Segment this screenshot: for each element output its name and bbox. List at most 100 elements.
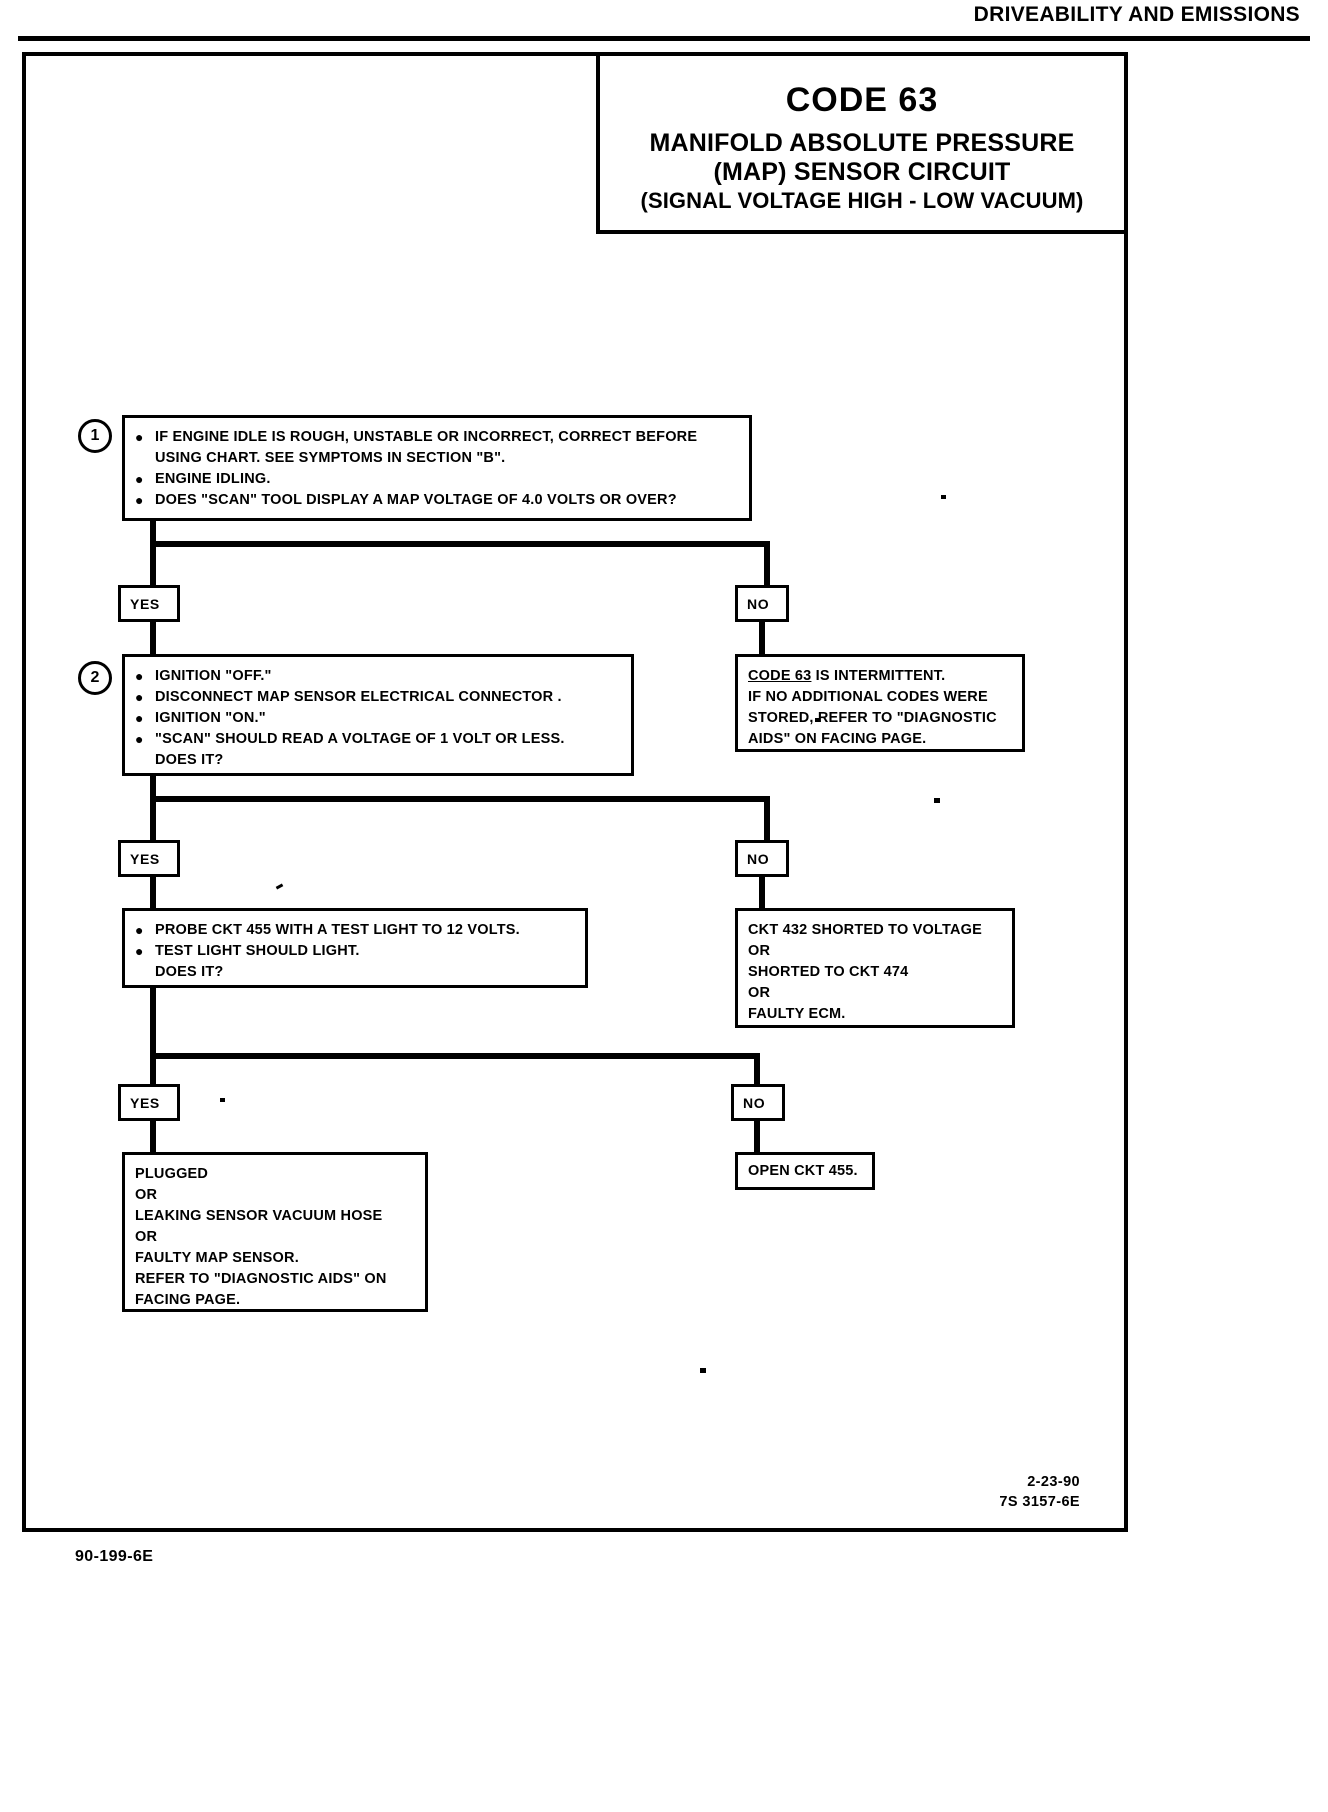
result-plugged-line-3: LEAKING SENSOR VACUUM HOSE [135,1208,383,1224]
result-plugged-hose-box: PLUGGED OR LEAKING SENSOR VACUUM HOSE OR… [122,1152,428,1312]
scan-speck [934,798,940,803]
connector-box3-down [150,988,156,1024]
box1-bullet-1-line-2: USING CHART. SEE SYMPTOMS IN SECTION "B"… [155,450,506,466]
connector-no3-down [754,1121,760,1153]
branch-tag-yes-2: YES [118,840,180,877]
step-number-circle-1: 1 [78,419,112,453]
document-date: 2-23-90 [1027,1474,1080,1490]
box1-bullet-3-text: DOES "SCAN" TOOL DISPLAY A MAP VOLTAGE O… [155,492,677,508]
scan-speck [220,1098,225,1102]
result-intermittent-line-2: IF NO ADDITIONAL CODES WERE [748,689,988,705]
connector-to-no-1 [764,541,770,585]
page-number-footer: 90-199-6E [75,1548,154,1565]
bullet-icon: ● [135,710,144,726]
box3-bullet-1: ● PROBE CKT 455 WITH A TEST LIGHT TO 12 … [135,920,575,941]
result-shorted-line-5: FAULTY ECM. [748,1006,846,1022]
box2-bullet-1-text: IGNITION "OFF." [155,668,272,684]
document-footer-block: 2-23-90 7S 3157-6E [880,1472,1080,1512]
bullet-icon: ● [135,492,144,508]
connector-to-no-2 [764,796,770,842]
branch-tag-no-2: NO [735,840,789,877]
result-open-line-1: OPEN CKT 455. [748,1163,858,1179]
scan-speck [815,718,819,722]
step-number-circle-2: 2 [78,661,112,695]
result-shorted-line-3: SHORTED TO CKT 474 [748,964,909,980]
result-plugged-line-2: OR [135,1187,158,1203]
result-plugged-line-7: FACING PAGE. [135,1292,241,1308]
branch-tag-yes-2-label: YES [130,850,160,867]
step-1-question-box: ● IF ENGINE IDLE IS ROUGH, UNSTABLE OR I… [122,415,752,521]
step-2-question-box: ● IGNITION "OFF." ● DISCONNECT MAP SENSO… [122,654,634,776]
result-plugged-line-4: OR [135,1229,158,1245]
branch-tag-no-3-label: NO [743,1094,766,1111]
connector-no1-down [759,622,765,654]
result-plugged-line-6: REFER TO "DIAGNOSTIC AIDS" ON [135,1271,387,1287]
result-shorted-line-4: OR [748,985,771,1001]
result-intermittent-line-4: AIDS" ON FACING PAGE. [748,731,927,747]
box2-bullet-4-line-2: DOES IT? [155,752,224,768]
branch-tag-yes-1-label: YES [130,595,160,612]
connector-to-yes-2 [150,796,156,842]
result-intermittent-line-1: CODE 63 IS INTERMITTENT. [748,666,1012,687]
box3-bullet-1-text: PROBE CKT 455 WITH A TEST LIGHT TO 12 VO… [155,922,520,938]
box2-bullet-4: ● "SCAN" SHOULD READ A VOLTAGE OF 1 VOLT… [135,729,621,750]
result-code-intermittent-box: CODE 63 IS INTERMITTENT. IF NO ADDITIONA… [735,654,1025,752]
bullet-icon: ● [135,668,144,684]
result-open-ckt-box: OPEN CKT 455. [735,1152,875,1190]
result-ckt-shorted-box: CKT 432 SHORTED TO VOLTAGE OR SHORTED TO… [735,908,1015,1028]
connector-split-bar-3 [150,1053,760,1059]
branch-tag-no-3: NO [731,1084,785,1121]
box2-bullet-1: ● IGNITION "OFF." [135,666,621,687]
result-intermittent-code-underlined: CODE 63 [748,668,812,684]
document-number: 7S 3157-6E [999,1494,1080,1510]
scan-speck [700,1368,706,1373]
page-header-title: DRIVEABILITY AND EMISSIONS [973,3,1300,26]
bullet-icon: ● [135,922,144,938]
branch-tag-no-1-label: NO [747,595,770,612]
bullet-icon: ● [135,731,144,747]
connector-to-no-3 [754,1053,760,1085]
box1-bullet-1-line-1: IF ENGINE IDLE IS ROUGH, UNSTABLE OR INC… [155,429,698,445]
box3-bullet-2-line-2: DOES IT? [155,964,224,980]
bullet-icon: ● [135,429,144,445]
connector-box1-down [150,521,156,547]
result-intermittent-line-1-rest: IS INTERMITTENT. [811,668,946,684]
connector-yes3-down [150,1121,156,1155]
code-title-line-1: MANIFOLD ABSOLUTE PRESSURE [649,129,1075,157]
box2-bullet-4-line-1: "SCAN" SHOULD READ A VOLTAGE OF 1 VOLT O… [155,731,565,747]
box1-bullet-1: ● IF ENGINE IDLE IS ROUGH, UNSTABLE OR I… [135,427,739,448]
connector-box2-down [150,776,156,802]
box1-bullet-2-text: ENGINE IDLING. [155,471,271,487]
result-shorted-line-2: OR [748,943,771,959]
result-plugged-line-5: FAULTY MAP SENSOR. [135,1250,299,1266]
box2-bullet-2: ● DISCONNECT MAP SENSOR ELECTRICAL CONNE… [135,687,621,708]
result-shorted-line-1: CKT 432 SHORTED TO VOLTAGE [748,922,983,938]
step-number-2-label: 2 [90,669,100,686]
box2-bullet-3-text: IGNITION "ON." [155,710,266,726]
branch-tag-yes-3-label: YES [130,1094,160,1111]
connector-to-yes-3 [150,1020,156,1085]
code-title-line-3: (SIGNAL VOLTAGE HIGH - LOW VACUUM) [640,188,1084,213]
branch-tag-yes-1: YES [118,585,180,622]
box1-bullet-3: ● DOES "SCAN" TOOL DISPLAY A MAP VOLTAGE… [135,490,739,511]
scan-speck [941,495,946,499]
header-divider-rule [18,36,1310,41]
connector-to-yes-1 [150,541,156,585]
step-number-1-label: 1 [90,427,100,444]
box1-bullet-2: ● ENGINE IDLING. [135,469,739,490]
box2-bullet-3: ● IGNITION "ON." [135,708,621,729]
box3-bullet-2: ● TEST LIGHT SHOULD LIGHT. [135,941,575,962]
result-intermittent-line-3: STORED, REFER TO "DIAGNOSTIC [748,710,997,726]
connector-split-bar-1 [150,541,770,547]
connector-no2-down [759,877,765,911]
code-number-heading: CODE 63 [785,81,939,119]
connector-yes1-down [150,622,156,654]
result-plugged-line-1: PLUGGED [135,1166,209,1182]
code-title-block: CODE 63 MANIFOLD ABSOLUTE PRESSURE (MAP)… [596,52,1128,234]
bullet-icon: ● [135,471,144,487]
branch-tag-yes-3: YES [118,1084,180,1121]
branch-tag-no-1: NO [735,585,789,622]
connector-yes2-down [150,877,156,911]
bullet-icon: ● [135,943,144,959]
